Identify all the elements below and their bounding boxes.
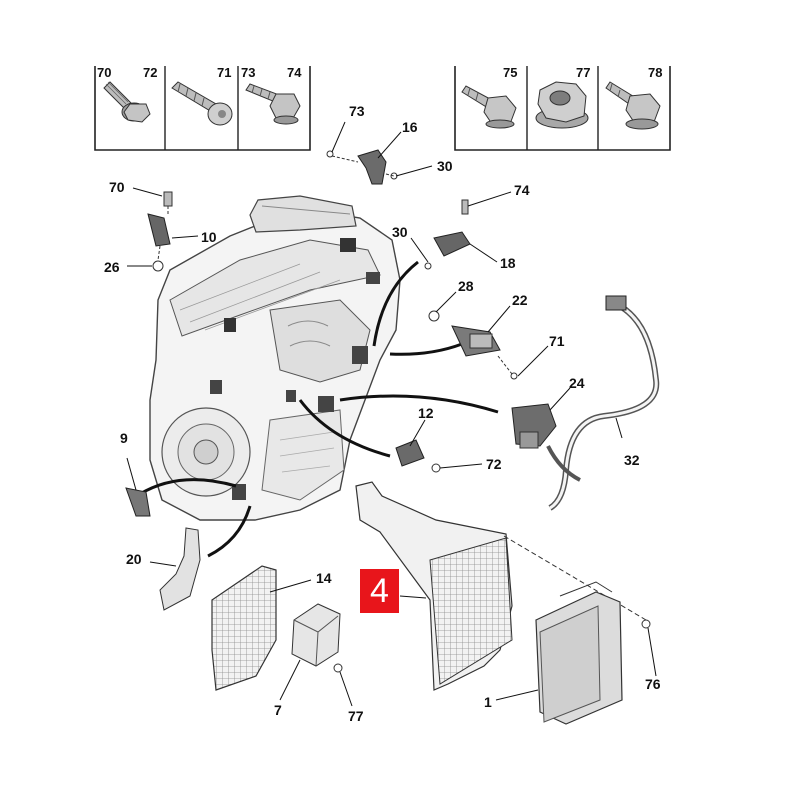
part-9-sensor (125, 487, 151, 517)
callout-30: 30 (437, 158, 453, 174)
callout-22: 22 (512, 292, 528, 308)
leader-lines (126, 121, 657, 707)
part-22-solenoid-valve (428, 310, 518, 380)
callout-1: 1 (484, 694, 492, 710)
part-4-tray (355, 481, 647, 691)
callout-12: 12 (418, 405, 434, 421)
callout-20: 20 (126, 551, 142, 567)
callout-10: 10 (201, 229, 217, 245)
callout-30-second: 30 (392, 224, 408, 240)
callout-16: 16 (402, 119, 418, 135)
callout-73: 73 (349, 103, 365, 119)
hardware-label-78: 78 (648, 65, 663, 80)
callout-7: 7 (274, 702, 282, 718)
part-20-bracket (159, 527, 201, 611)
hardware-box-left (94, 66, 311, 151)
callout-74: 74 (514, 182, 530, 198)
callout-26: 26 (104, 259, 120, 275)
hardware-label-72: 72 (143, 65, 158, 80)
self-tapping-screw-icon (171, 81, 233, 126)
main-reference-badge: 4 (360, 569, 399, 613)
part-32-vacuum-pipe (546, 295, 660, 511)
callout-9: 9 (120, 430, 128, 446)
callout-77: 77 (348, 708, 364, 724)
callout-24: 24 (569, 375, 585, 391)
hardware-label-75: 75 (503, 65, 518, 80)
hardware-label-77: 77 (576, 65, 591, 80)
part-18-sensor (424, 199, 471, 270)
callout-32: 32 (624, 452, 640, 468)
hardware-box-right (454, 66, 671, 151)
callout-76: 76 (645, 676, 661, 692)
callout-14: 14 (316, 570, 332, 586)
callout-72: 72 (486, 456, 502, 472)
flange-bolt-icon (103, 81, 151, 123)
hex-flange-bolt-icon (605, 81, 661, 130)
harness-leaders (139, 260, 499, 558)
hardware-label-70: 70 (97, 65, 112, 80)
hardware-label-74: 74 (287, 65, 302, 80)
part-12-sensor (395, 439, 441, 473)
callout-28: 28 (458, 278, 474, 294)
callout-18: 18 (500, 255, 516, 271)
part-10-sensor (147, 191, 173, 272)
callout-71: 71 (549, 333, 565, 349)
flange-nut-icon (535, 81, 589, 129)
engine-block (149, 195, 401, 521)
part-1-ecu (535, 581, 651, 725)
part-14-bracket (211, 565, 277, 691)
tapping-screw-icon (245, 83, 301, 125)
callout-70: 70 (109, 179, 125, 195)
part-7-relay (291, 603, 343, 673)
part-16-sensor (326, 149, 398, 185)
hardware-label-71: 71 (217, 65, 232, 80)
part-24-actuator (511, 403, 557, 449)
hex-screw-icon (461, 85, 517, 129)
hardware-label-73: 73 (241, 65, 256, 80)
